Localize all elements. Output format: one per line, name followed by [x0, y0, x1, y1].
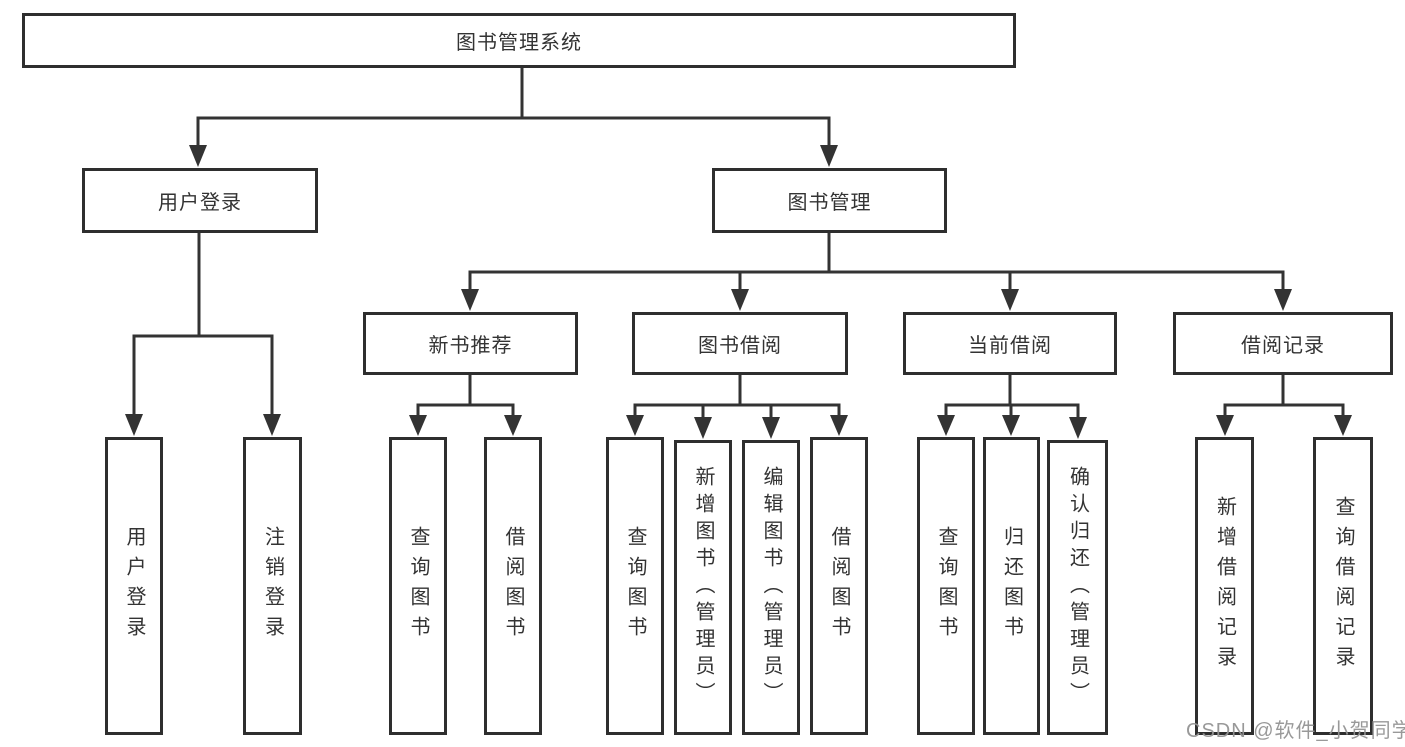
- node-label: 图书借阅: [698, 335, 782, 357]
- node-label: 当前借阅: [968, 335, 1052, 357]
- node-label: 查询图书: [407, 526, 429, 646]
- connector-user-login-children: [125, 233, 281, 436]
- arrowhead: [1069, 417, 1087, 439]
- node-label: 查询图书: [935, 526, 957, 646]
- node-new-book-recommend: 新书推荐: [363, 312, 578, 375]
- leaf-borrow-books-recommend: 借阅图书: [484, 437, 542, 735]
- connector-current-borrow-children: [937, 375, 1087, 439]
- leaf-borrow-books-borrow: 借阅图书: [810, 437, 868, 735]
- node-label: 注销登录: [261, 526, 284, 646]
- node-label: 图书管理: [787, 192, 872, 214]
- arrowhead: [1216, 415, 1234, 436]
- leaf-query-books-borrow: 查询图书: [606, 437, 664, 735]
- arrowhead: [1334, 415, 1352, 436]
- arrowhead: [626, 415, 644, 436]
- node-book-management: 图书管理: [712, 168, 947, 233]
- leaf-edit-book-admin: 编辑图书（管理员）: [742, 440, 800, 735]
- node-label: 用户登录: [158, 192, 242, 214]
- arrowhead: [731, 289, 749, 311]
- node-label: 归还图书: [1000, 526, 1023, 646]
- connector-book-management-children: [461, 233, 1292, 311]
- arrowhead: [263, 414, 281, 436]
- node-label: 新增图书（管理员）: [692, 466, 714, 709]
- leaf-query-books-current: 查询图书: [917, 437, 975, 735]
- node-label: 借阅记录: [1241, 335, 1325, 357]
- node-label: 图书管理系统: [456, 32, 582, 54]
- leaf-user-login: 用户登录: [105, 437, 163, 735]
- arrowhead: [830, 415, 848, 436]
- connector-new-book-recommend-children: [409, 375, 522, 436]
- arrowhead: [461, 289, 479, 311]
- node-root-book-management-system: 图书管理系统: [22, 13, 1016, 68]
- node-current-borrow: 当前借阅: [903, 312, 1117, 375]
- csdn-watermark: CSDN @软件_小贺同学: [1186, 720, 1405, 742]
- node-label: 借阅图书: [502, 526, 524, 646]
- node-label: 确认归还（管理员）: [1066, 466, 1089, 709]
- node-book-borrow: 图书借阅: [632, 312, 848, 375]
- arrowhead: [504, 415, 522, 436]
- arrowhead: [1002, 415, 1020, 436]
- leaf-query-borrow-record: 查询借阅记录: [1313, 437, 1373, 735]
- node-label: 新增借阅记录: [1213, 496, 1236, 676]
- leaf-add-borrow-record: 新增借阅记录: [1195, 437, 1254, 735]
- arrowhead: [125, 414, 143, 436]
- arrowhead: [937, 415, 955, 436]
- arrowhead: [189, 145, 207, 167]
- node-borrow-record: 借阅记录: [1173, 312, 1393, 375]
- node-label: 查询图书: [624, 526, 646, 646]
- arrowhead: [694, 417, 712, 439]
- node-label: 编辑图书（管理员）: [760, 466, 782, 709]
- leaf-logout: 注销登录: [243, 437, 302, 735]
- node-label: 查询借阅记录: [1332, 496, 1354, 676]
- arrowhead: [762, 417, 780, 439]
- connector-book-borrow-children: [626, 375, 848, 439]
- leaf-add-book-admin: 新增图书（管理员）: [674, 440, 732, 735]
- node-user-login: 用户登录: [82, 168, 318, 233]
- connector-root-to-level2: [189, 68, 838, 167]
- leaf-confirm-return-admin: 确认归还（管理员）: [1047, 440, 1108, 735]
- node-label: 用户登录: [123, 526, 145, 646]
- arrowhead: [820, 145, 838, 167]
- leaf-query-books-recommend: 查询图书: [389, 437, 447, 735]
- leaf-return-book: 归还图书: [983, 437, 1040, 735]
- node-label: 借阅图书: [828, 526, 850, 646]
- node-label: 新书推荐: [428, 335, 513, 357]
- connector-borrow-record-children: [1216, 375, 1352, 436]
- arrowhead: [1001, 289, 1019, 311]
- arrowhead: [409, 415, 427, 436]
- arrowhead: [1274, 289, 1292, 311]
